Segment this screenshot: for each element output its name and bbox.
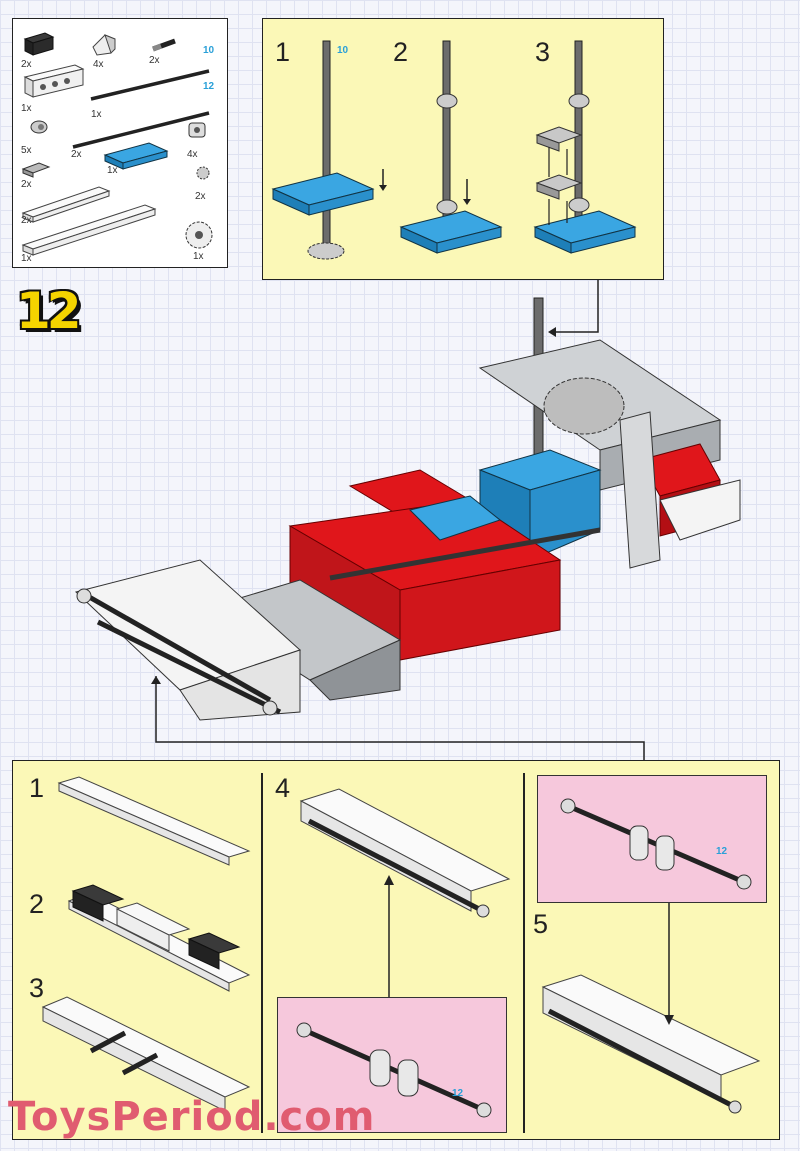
step-number: 12 (16, 282, 82, 340)
qty-label: 2x (195, 191, 206, 202)
substep-number: 1 (29, 773, 45, 803)
substep-3-drawing (41, 996, 251, 1112)
substep-number: 3 (29, 973, 45, 1003)
substep-2-drawing (67, 884, 251, 992)
parts-list-panel: 2x 4x 2x 1x 10 1x 12 2x 5x 1x 4x 2x 2x 2… (12, 18, 228, 268)
qty-label: 1x (21, 103, 32, 114)
white-plate-8-part (21, 186, 111, 223)
qty-label: 2x (149, 55, 160, 66)
qty-label: 2x (21, 59, 32, 70)
black-brick-part (23, 32, 55, 56)
axle-length-label: 12 (203, 81, 215, 92)
axle-length-label: 10 (203, 45, 215, 56)
substep-number: 2 (393, 37, 409, 67)
axle-length-label: 12 (716, 846, 728, 857)
bottom-substeps-panel: 1 2 3 4 5 (12, 760, 780, 1140)
axle-10-part (90, 69, 210, 101)
axle-length-label: 12 (452, 1088, 464, 1099)
axle-assembly-drawing (296, 1022, 492, 1118)
substep-number: 4 (275, 773, 291, 803)
top-substeps-panel: 1 2 3 10 (262, 18, 664, 280)
substep-1-drawing (271, 40, 387, 260)
substep-number: 5 (533, 909, 549, 939)
qty-label: 2x (71, 149, 82, 160)
bush-part (30, 120, 48, 134)
pink-callout: 12 (277, 997, 507, 1133)
qty-label: 2x (21, 179, 32, 190)
column-divider (523, 773, 525, 1133)
white-slope-part (92, 34, 116, 56)
qty-label: 4x (93, 59, 104, 70)
callout-arrow (556, 280, 599, 333)
cross-block-part (188, 122, 206, 138)
axle-length-label: 10 (337, 45, 349, 56)
qty-label: 5x (21, 145, 32, 156)
qty-label: 1x (193, 251, 204, 262)
substep-3-drawing (533, 40, 637, 254)
axle-12-part (72, 111, 210, 149)
bottom-substeps-graphics (41, 776, 761, 1114)
qty-label: 4x (187, 149, 198, 160)
substep-5-drawing (541, 903, 761, 1114)
substep-number: 1 (275, 37, 291, 67)
main-assembly (74, 280, 741, 760)
substep-4-drawing (299, 788, 511, 999)
technic-brick-part (23, 64, 85, 98)
turntable-part (185, 221, 213, 249)
gray-plate-part (21, 162, 51, 178)
axle-assembly-drawing (560, 798, 752, 890)
column-divider (261, 773, 263, 1133)
pink-callout: 12 (537, 775, 767, 903)
watermark-text: ToysPeriod.com (8, 1094, 376, 1140)
callout-arrow (155, 676, 645, 760)
qty-label: 1x (21, 253, 32, 264)
substep-2-drawing (399, 40, 503, 254)
qty-label: 2x (21, 215, 32, 226)
substep-number: 2 (29, 889, 45, 919)
white-plate-12-part (21, 204, 157, 256)
substep-number: 3 (535, 37, 551, 67)
qty-label: 1x (107, 165, 118, 176)
small-gear-part (196, 166, 210, 180)
parts-list-graphics (21, 32, 213, 256)
qty-label: 1x (91, 109, 102, 120)
substep-1-drawing (57, 776, 251, 866)
top-substeps-graphics (271, 40, 637, 260)
blue-plate-part (103, 142, 169, 170)
friction-pin-part (152, 38, 176, 52)
